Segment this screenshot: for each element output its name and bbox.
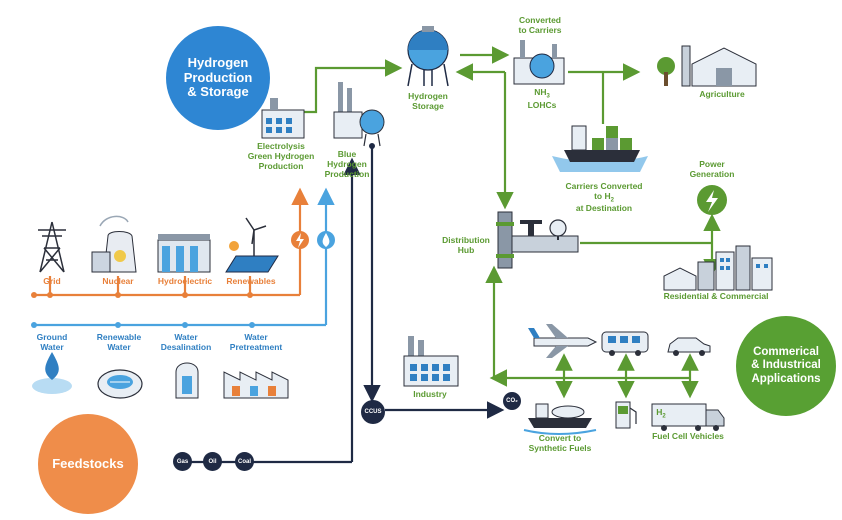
carriers-converted-text: Carriers Converted [565, 180, 643, 191]
industry-icon [403, 336, 459, 387]
truck-icon [651, 403, 725, 431]
barn-icon [657, 45, 757, 87]
industry-label: Industry [413, 389, 447, 399]
oil-node: Oil [203, 452, 222, 471]
car-icon [667, 337, 711, 356]
water-pretreatment-label: Water Pretreatment [229, 332, 283, 352]
truck-h2-label: H2 [656, 407, 666, 420]
treatment-plant-icon [223, 371, 289, 399]
water-drop-icon [32, 352, 72, 394]
water-tank-icon [97, 369, 143, 399]
gas-node: Gas [173, 452, 192, 471]
distribution-hub-label: Distribution Hub [442, 235, 490, 255]
water-flow-line [34, 187, 335, 327]
agriculture-label: Agriculture [699, 89, 745, 99]
blue-hydrogen-label: Blue Hydrogen Production [324, 149, 370, 179]
feedstocks-circle: Feedstocks [38, 414, 138, 514]
nuclear-plant-icon [91, 215, 137, 273]
blue-hydrogen-plant-icon [333, 82, 385, 149]
converted-carriers-label: Converted to Carriers [518, 15, 562, 35]
water-desalination-label: Water Desalination [160, 332, 212, 352]
feedstocks-title: Feedstocks [52, 455, 124, 471]
nuclear-label: Nuclear [102, 276, 134, 286]
factory-icon [261, 98, 305, 139]
residential-commercial-label: Residential & Commercial [663, 291, 769, 301]
pipe-valve-icon [496, 211, 579, 269]
grid-label: Grid [43, 276, 61, 286]
electrolysis-label: Electrolysis Green Hydrogen Production [247, 141, 315, 171]
co2-node: CO₂ [503, 392, 521, 410]
hydroelectric-label: Hydroelectric [157, 276, 213, 286]
hydrogen-production-circle: Hydrogen Production & Storage [166, 26, 270, 130]
at-destination-text: at Destination [575, 203, 633, 214]
applications-circle: Commerical & Industrical Applications [736, 316, 836, 416]
transmission-tower-icon [38, 221, 66, 273]
houses-icon [663, 245, 773, 291]
ground-water-label: Ground Water [36, 332, 68, 352]
hydrogen-production-title: Hydrogen Production & Storage [183, 54, 253, 100]
water-dots [31, 322, 255, 328]
power-generation-label: Power Generation [689, 159, 735, 179]
converter-plant-icon [513, 40, 565, 85]
applications-title: Commerical & Industrical Applications [751, 346, 821, 385]
storage-tank-icon [407, 26, 449, 87]
energy-dots [31, 292, 253, 298]
synthetic-ship-icon [523, 403, 597, 435]
dam-icon [157, 234, 211, 273]
coal-node: Coal [235, 452, 254, 471]
synthetic-fuels-label: Convert to Synthetic Fuels [528, 433, 592, 453]
ccus-node: CCUS [361, 400, 385, 424]
power-bolt-icon [697, 185, 727, 215]
energy-flow-line [34, 187, 309, 297]
solar-wind-icon [225, 217, 279, 273]
renewable-water-label: Renewable Water [96, 332, 142, 352]
desalination-icon [175, 362, 199, 399]
feedstock-line [175, 146, 505, 464]
bus-icon [601, 331, 649, 356]
fuel-cell-vehicles-label: Fuel Cell Vehicles [652, 431, 724, 441]
fuel-pump-icon [615, 401, 637, 429]
hydrogen-flow-lines [300, 46, 721, 399]
ship-icon [552, 125, 648, 172]
renewables-label: Renewables [226, 276, 276, 286]
hydrogen-storage-label: Hydrogen Storage [408, 91, 448, 111]
lohcs-label: LOHCs [527, 99, 557, 110]
airplane-icon [528, 324, 598, 358]
